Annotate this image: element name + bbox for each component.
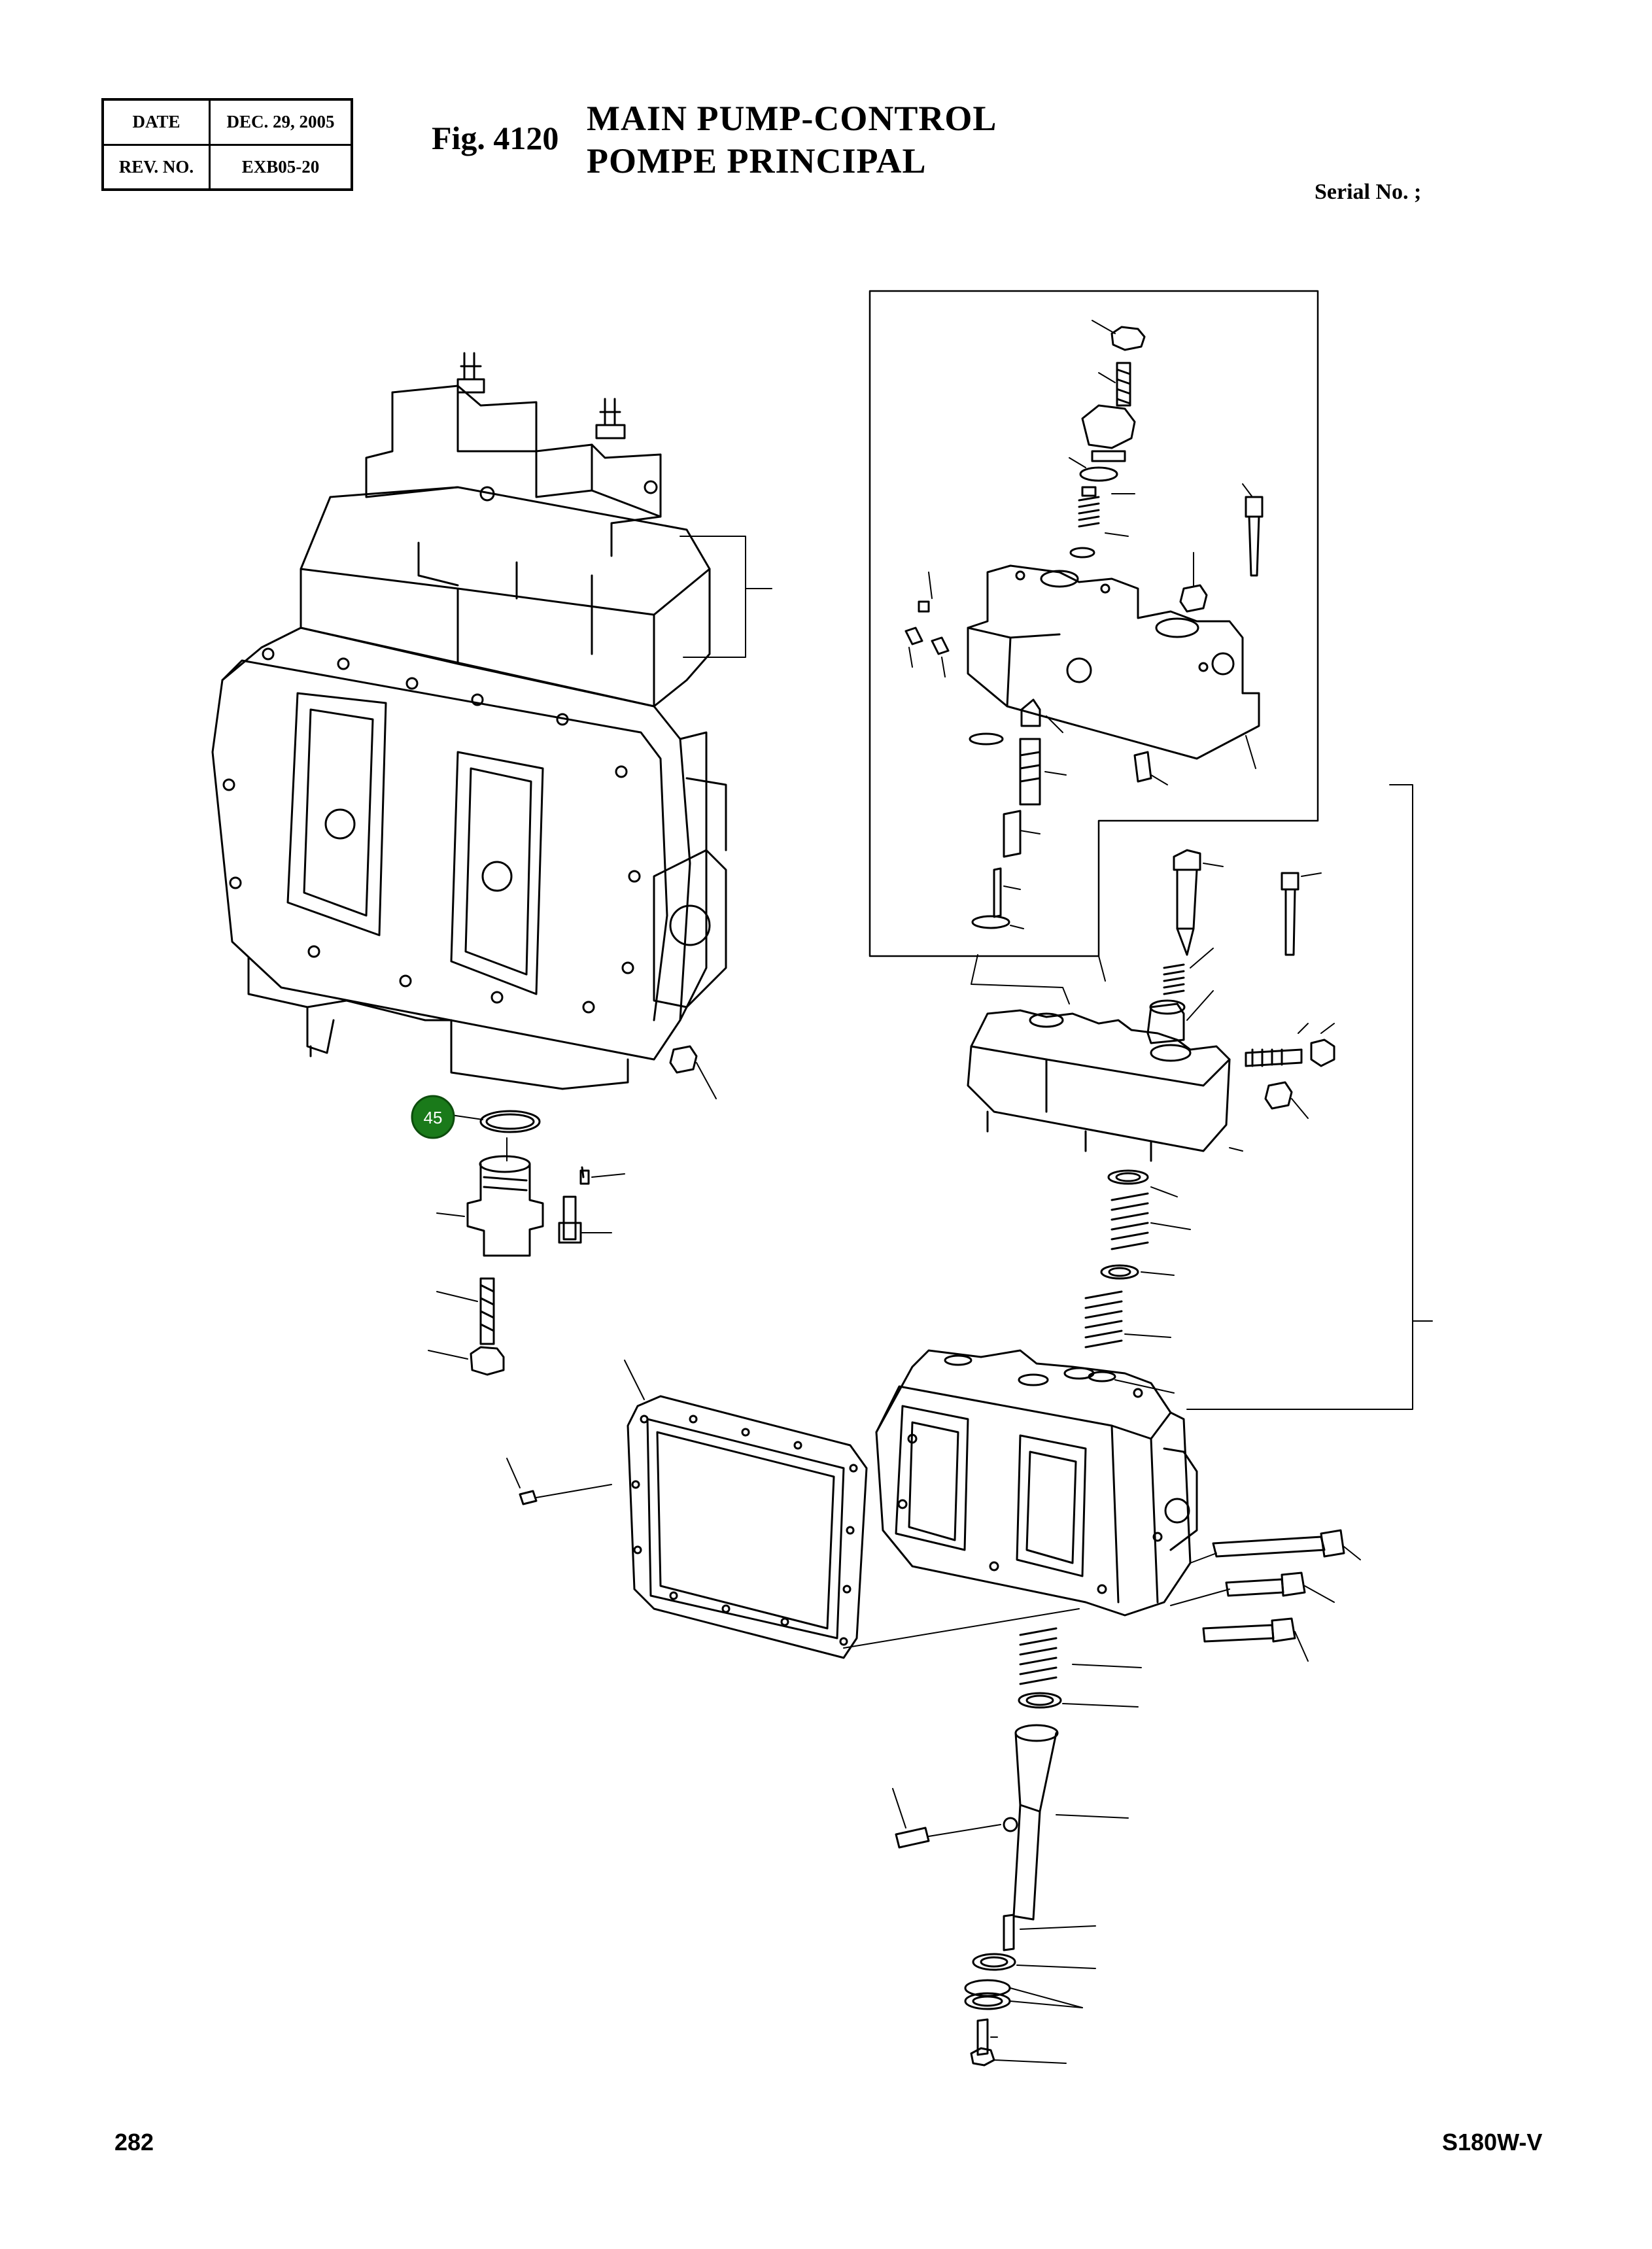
- title-french: POMPE PRINCIPAL: [587, 141, 927, 180]
- page-number: 282: [114, 2129, 154, 2155]
- figure-number: Fig. 4120: [432, 120, 559, 156]
- inset-frame: [869, 290, 1319, 957]
- callout-45[interactable]: 45: [411, 1095, 455, 1139]
- revision-table: DATE DEC. 29, 2005 REV. NO. EXB05-20: [101, 98, 353, 191]
- housing-bolts: [1170, 1529, 1361, 1662]
- control-spool-parts: [967, 849, 1335, 1394]
- callout-45-label: 45: [424, 1108, 443, 1127]
- inset-valve-parts: [904, 320, 1264, 929]
- serial-number: Serial No. ;: [1315, 180, 1422, 204]
- pump-housing-assembly: [211, 352, 727, 1090]
- model-code: S180W-V: [1442, 2129, 1543, 2155]
- o-ring-45: [479, 1110, 541, 1133]
- date-value: DEC. 29, 2005: [209, 98, 353, 146]
- title-english: MAIN PUMP-CONTROL: [587, 99, 997, 138]
- date-label: DATE: [101, 98, 211, 146]
- cover-gasket: [627, 1395, 868, 1659]
- lower-housing: [875, 1349, 1198, 1617]
- rev-value: EXB05-20: [209, 143, 353, 191]
- adapter-fitting: [466, 1155, 544, 1257]
- bottom-spool-parts: [892, 1627, 1142, 2067]
- rev-label: REV. NO.: [101, 143, 211, 191]
